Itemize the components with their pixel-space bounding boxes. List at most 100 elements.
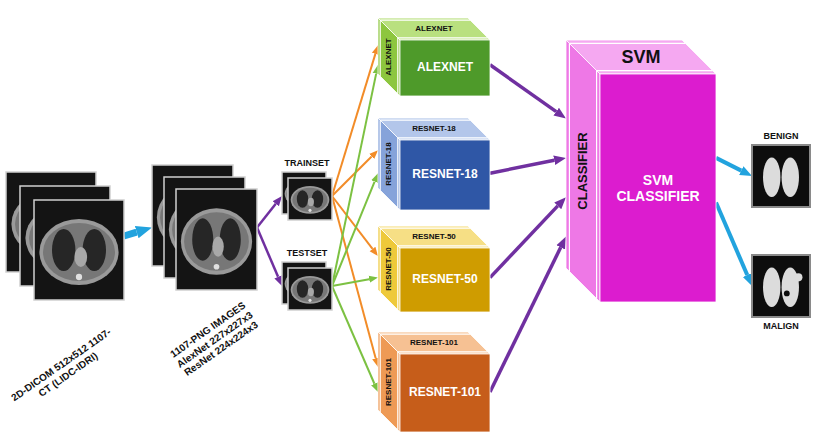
box-top <box>378 332 490 354</box>
ct-heart <box>308 288 314 296</box>
ct-spine <box>214 264 220 270</box>
lung-lobe <box>763 267 780 307</box>
flow-arrow <box>332 74 376 286</box>
ct-body <box>291 186 330 214</box>
layer-stripe <box>380 20 381 76</box>
flow-arrow <box>332 182 375 286</box>
box-label: RESNET-18 <box>400 140 490 210</box>
ct-slice <box>288 268 332 310</box>
lung-lobe <box>763 157 780 197</box>
ct-body <box>39 219 118 285</box>
layer-stripe <box>397 352 398 430</box>
flow-arrow <box>332 286 374 384</box>
lung-mask: BENIGN <box>752 145 810 207</box>
box-label: RESNET-50 <box>400 248 490 312</box>
layer-stripe <box>397 246 398 310</box>
layer-stripe <box>569 43 570 271</box>
ct-heart <box>75 247 88 267</box>
ct-slice-frame <box>288 178 332 220</box>
layer-stripe <box>397 38 398 94</box>
ct-lung <box>312 190 323 208</box>
png-stack: 1107-PNG IMAGES AlexNet 227x227x3 ResNet… <box>152 165 257 290</box>
layer-stripe <box>569 43 685 44</box>
side-label: ALEXNET <box>378 29 400 85</box>
ct-tissue <box>43 223 115 281</box>
image-caption: 1107-PNG IMAGES AlexNet 227x227x3 ResNet… <box>158 292 272 386</box>
flow-arrow <box>124 232 137 236</box>
box-label: RESNET-101 <box>400 354 490 432</box>
ct-tissue <box>292 278 327 302</box>
ct-spine <box>308 299 311 302</box>
ct-slice <box>288 178 332 220</box>
layer-stripe <box>597 70 713 71</box>
side-label: RESNET-18 <box>378 129 400 199</box>
class-label: MALIGN <box>732 321 818 331</box>
trainset-images: TRAINSET <box>282 172 332 220</box>
flow-arrow <box>490 65 556 112</box>
flow-arrow <box>716 202 747 275</box>
ct-slice-frame <box>34 200 124 300</box>
side-label: RESNET-50 <box>378 237 400 301</box>
layer-stripe <box>380 20 470 21</box>
ct-slice <box>34 200 124 300</box>
flow-arrow <box>257 204 276 228</box>
dicom-stack-art <box>6 172 124 300</box>
flow-arrow <box>332 279 369 286</box>
top-label: RESNET-18 <box>389 118 479 140</box>
ct-tissue <box>184 212 249 271</box>
ct-lung <box>297 190 308 208</box>
lung-mask-art <box>752 145 810 207</box>
testset-images-art <box>282 262 332 310</box>
layer-stripe <box>380 334 470 335</box>
set-label: TRAINSET <box>262 158 352 168</box>
ct-body <box>181 208 252 275</box>
box-face <box>400 140 490 210</box>
layer-stripe <box>380 120 470 121</box>
network-box: RESNET-101RESNET-101RESNET-101 <box>378 332 490 432</box>
box-top <box>566 40 716 74</box>
box-face <box>400 354 490 432</box>
box-label: ALEXNET <box>400 40 490 96</box>
flow-arrow <box>716 158 741 171</box>
top-label: RESNET-101 <box>389 332 479 354</box>
ct-heart <box>212 236 223 256</box>
ct-lung <box>83 229 106 271</box>
lung-mask-art <box>752 255 810 317</box>
ct-lung <box>297 280 308 298</box>
box-face <box>600 74 716 302</box>
classifier-box: SVMCLASSIFIERSVM CLASSIFIER <box>566 40 716 302</box>
ct-lung <box>312 280 323 298</box>
box-face <box>400 248 490 312</box>
ct-lung <box>52 229 75 271</box>
flow-arrow <box>490 160 554 173</box>
network-box: ALEXNETALEXNETALEXNET <box>378 18 490 96</box>
connectors <box>124 54 747 392</box>
ct-heart <box>308 198 314 206</box>
trainset-images-art <box>282 172 332 220</box>
ct-slice-frame <box>288 268 332 310</box>
layer-stripe <box>380 334 381 412</box>
network-box: RESNET-50RESNET-50RESNET-50 <box>378 226 490 312</box>
layer-stripe <box>596 71 597 299</box>
testset-images: TESTSET <box>282 262 332 310</box>
lesion-gap <box>784 291 790 297</box>
box-side <box>566 40 600 302</box>
side-label: RESNET-101 <box>378 343 400 421</box>
layer-stripe <box>380 228 470 229</box>
lung-lobe <box>782 157 799 197</box>
layer-stripe <box>398 37 488 38</box>
set-label: TESTSET <box>262 248 352 258</box>
network-box: RESNET-18RESNET-18RESNET-18 <box>378 118 490 210</box>
ct-spine <box>76 274 82 280</box>
ct-spine <box>308 209 311 212</box>
ct-slice-frame <box>176 189 257 290</box>
layer-stripe <box>380 120 381 190</box>
side-label: CLASSIFIER <box>566 57 600 285</box>
flow-arrow <box>332 54 375 196</box>
ct-lung <box>192 218 213 260</box>
png-stack-art <box>152 165 257 290</box>
layer-stripe <box>398 137 488 138</box>
nodule <box>794 273 802 281</box>
top-label: SVM <box>583 40 699 74</box>
